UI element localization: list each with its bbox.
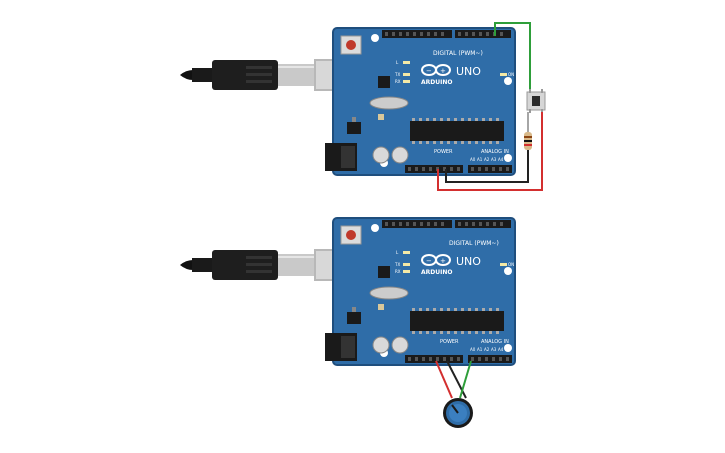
- reset-button-2[interactable]: [340, 225, 362, 245]
- analog-label-1: ANALOG IN: [481, 149, 509, 155]
- brand-label-2: ARDUINO: [421, 269, 452, 276]
- digital-label-1: DIGITAL (PWM~): [433, 50, 483, 57]
- svg-text:A5: A5: [505, 157, 511, 162]
- svg-text:L: L: [396, 60, 399, 65]
- svg-text:A2: A2: [484, 157, 490, 162]
- arduino-board-1[interactable]: DIGITAL (PWM~) − + UNO ARDUINO L TX RX O…: [325, 27, 516, 176]
- svg-text:−: −: [426, 67, 432, 75]
- potentiometer[interactable]: [443, 398, 473, 428]
- wire-black-1[interactable]: [445, 150, 529, 183]
- usb-cable-2[interactable]: [180, 249, 336, 281]
- arduino-logo-1: − +: [421, 64, 451, 76]
- power-jack-1: [325, 143, 357, 171]
- svg-text:+: +: [440, 257, 446, 265]
- analog-label-2: ANALOG IN: [481, 339, 509, 345]
- svg-text:A3: A3: [491, 157, 497, 162]
- resistor[interactable]: [524, 112, 532, 150]
- svg-text:A3: A3: [491, 347, 497, 352]
- arduino-board-2[interactable]: DIGITAL (PWM~) − + UNO ARDUINO L TX RX O…: [325, 217, 516, 366]
- svg-text:A4: A4: [498, 347, 504, 352]
- svg-text:A1: A1: [477, 157, 483, 162]
- svg-text:+: +: [440, 67, 446, 75]
- svg-text:A1: A1: [477, 347, 483, 352]
- arduino-logo-2: − +: [421, 254, 451, 266]
- microcontroller-chip-1: [410, 118, 504, 144]
- board-name-2: UNO: [456, 255, 481, 268]
- power-label-2: POWER: [440, 339, 459, 345]
- board-name-1: UNO: [456, 65, 481, 78]
- svg-text:A2: A2: [484, 347, 490, 352]
- wire-green-1[interactable]: [494, 22, 531, 94]
- digital-label-2: DIGITAL (PWM~): [449, 240, 499, 247]
- wire-red-2[interactable]: [435, 360, 453, 399]
- svg-text:ON: ON: [508, 262, 514, 267]
- svg-text:RX: RX: [395, 269, 401, 274]
- svg-text:A5: A5: [505, 347, 511, 352]
- svg-text:L: L: [396, 250, 399, 255]
- svg-text:−: −: [426, 257, 432, 265]
- led-group-1: L TX RX ON: [394, 60, 514, 84]
- wire-red-1[interactable]: [437, 112, 543, 191]
- reset-button-1[interactable]: [340, 35, 362, 55]
- svg-text:TX: TX: [394, 262, 400, 267]
- usb-cable-1[interactable]: [180, 59, 336, 91]
- pushbutton[interactable]: [526, 89, 546, 113]
- svg-text:A0: A0: [470, 157, 476, 162]
- svg-text:A0: A0: [470, 347, 476, 352]
- power-jack-2: [325, 333, 357, 361]
- microcontroller-chip-2: [410, 308, 504, 334]
- led-group-2: L TX RX ON: [394, 250, 514, 274]
- svg-text:ON: ON: [508, 72, 514, 77]
- svg-text:RX: RX: [395, 79, 401, 84]
- svg-text:A4: A4: [498, 157, 504, 162]
- wire-green-2[interactable]: [459, 360, 472, 399]
- power-label-1: POWER: [434, 149, 453, 155]
- svg-text:TX: TX: [394, 72, 400, 77]
- brand-label-1: ARDUINO: [421, 79, 452, 86]
